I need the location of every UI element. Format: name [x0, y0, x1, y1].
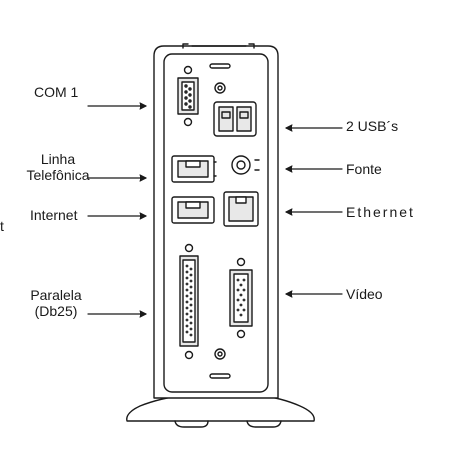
power-jack [231, 155, 260, 175]
vent-slot-top [209, 63, 231, 69]
label-usb: 2 USB´s [346, 118, 399, 134]
arrow-com1 [87, 102, 147, 110]
stand-base [126, 384, 315, 428]
label-com1: COM 1 [34, 84, 79, 100]
vent-slot-bottom [209, 373, 231, 379]
arrow-ethernet [285, 208, 343, 216]
screw-top [214, 82, 226, 94]
label-paralela-line1: Paralela [30, 287, 82, 303]
video-port [229, 257, 253, 339]
arrow-paralela [87, 310, 147, 318]
phone-line-port [171, 155, 217, 183]
arrow-internet [87, 212, 147, 220]
arrow-usb [285, 124, 343, 132]
internet-port [171, 196, 215, 224]
parallel-port [179, 243, 199, 360]
label-ethernet: Ethernet [346, 204, 415, 220]
label-video: Vídeo [346, 286, 383, 302]
screw-bottom [214, 348, 226, 360]
arrow-linha [87, 174, 147, 182]
label-internet: Internet [30, 207, 78, 223]
label-linha-line1: Linha [40, 151, 76, 167]
ethernet-port [223, 191, 259, 227]
label-linha-telefonica: Linha Telefônica [18, 151, 98, 183]
leader-lines [87, 102, 343, 318]
usb-ports [213, 101, 257, 137]
label-linha-line2: Telefônica [26, 167, 90, 183]
label-paralela: Paralela (Db25) [16, 287, 96, 319]
com1-port [177, 65, 199, 127]
label-paralela-line2: (Db25) [34, 303, 78, 319]
label-edge-fragment: t [0, 218, 4, 234]
arrow-fonte [285, 165, 343, 173]
label-fonte: Fonte [346, 161, 382, 177]
arrow-video [285, 290, 343, 298]
